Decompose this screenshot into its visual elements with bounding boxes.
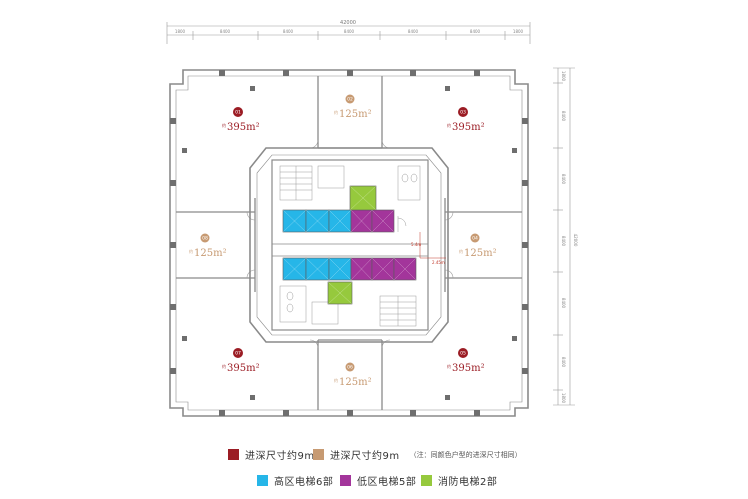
unit-area-prefix: 约: [447, 122, 451, 128]
unit-number: 03: [460, 110, 466, 116]
unit-area-prefix: 约: [189, 248, 193, 254]
top-total-dim: 42000: [340, 20, 356, 26]
top-dimension-chain: [166, 22, 531, 44]
unit-area: 125m²: [339, 377, 372, 388]
unit-area-prefix: 约: [447, 363, 451, 369]
top-seg-dim: 8400: [344, 29, 355, 34]
unit-area: 395m²: [452, 363, 485, 374]
core-dim-note: 2.45m: [432, 260, 445, 265]
unit-area-prefix: 约: [222, 363, 226, 369]
unit-number-badge: [458, 107, 468, 117]
unit-area-prefix: 约: [334, 377, 338, 383]
elevator-cross-marks: [282, 185, 417, 305]
unit-area: 395m²: [452, 122, 485, 133]
top-seg-dim: 1800: [175, 29, 186, 34]
unit-number: 08: [202, 236, 208, 242]
unit-number: 07: [235, 351, 241, 357]
core-dim-note: 5.4m: [411, 242, 421, 247]
right-seg-dim: 1800: [561, 393, 566, 404]
unit-number: 06: [347, 365, 353, 371]
right-seg-dim: 8400: [561, 174, 566, 185]
right-seg-dim: 8400: [561, 357, 566, 368]
unit-number-badge: [233, 348, 243, 358]
right-total-dim: 42000: [573, 234, 578, 247]
right-seg-dim: 1800: [561, 71, 566, 82]
top-seg-dim: 8400: [220, 29, 231, 34]
top-seg-dim: 8400: [470, 29, 481, 34]
right-seg-dim: 8400: [561, 111, 566, 122]
building-outline: [169, 69, 529, 417]
unit-number: 04: [472, 236, 478, 242]
unit-area: 125m²: [339, 109, 372, 120]
columns: [170, 70, 528, 416]
core-dim-notes: 5.4m 2.45m: [411, 232, 446, 265]
unit-area: 395m²: [227, 122, 260, 133]
top-seg-dim: 8400: [283, 29, 294, 34]
unit-number-badge: [345, 94, 355, 104]
unit-number-badge: [470, 233, 480, 243]
unit-number-badge: [200, 233, 210, 243]
unit-area: 125m²: [464, 248, 497, 259]
unit-number-badge: [233, 107, 243, 117]
unit-number: 02: [347, 97, 353, 103]
right-seg-dim: 8400: [561, 298, 566, 309]
fire-elevators: [327, 185, 377, 305]
unit-number-badge: [345, 362, 355, 372]
core: [249, 147, 449, 343]
top-seg-dim: 8400: [408, 29, 419, 34]
unit-area: 125m²: [194, 248, 227, 259]
unit-number: 05: [460, 351, 466, 357]
unit-area-prefix: 约: [459, 248, 463, 254]
core-details: [279, 165, 421, 327]
top-seg-dim: 1800: [513, 29, 524, 34]
unit-number-badge: [458, 348, 468, 358]
right-seg-dim: 8400: [561, 236, 566, 247]
unit-area-prefix: 约: [222, 122, 226, 128]
unit-number: 01: [235, 110, 241, 116]
unit-area: 395m²: [227, 363, 260, 374]
right-dimension-chain: [553, 67, 575, 406]
unit-area-prefix: 约: [334, 109, 338, 115]
